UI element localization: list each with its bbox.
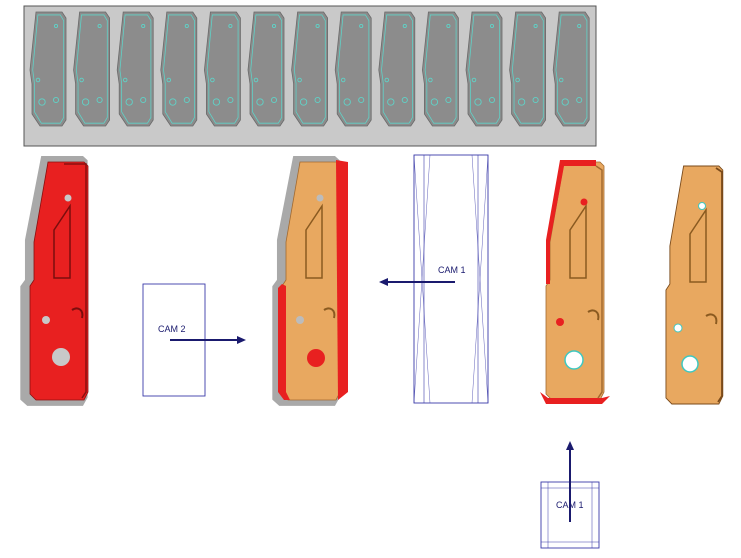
cam2-arrow-head (237, 336, 246, 344)
nested-part (509, 11, 547, 127)
nested-hole (577, 23, 582, 29)
nested-hole (53, 23, 59, 29)
nested-hole (228, 23, 233, 29)
hole-small-top (316, 194, 324, 202)
nested-hole (561, 98, 569, 106)
cam1-top-group: CAM 1 (379, 154, 489, 404)
nested-hole (79, 77, 84, 83)
nested-part (247, 11, 285, 127)
nested-hole (253, 77, 259, 83)
cam1-bottom-group: CAM 1 (540, 441, 600, 549)
cam2-label: CAM 2 (158, 324, 186, 334)
part-before-cut (20, 156, 89, 406)
nested-hole (314, 96, 321, 104)
nested-hole (140, 96, 147, 104)
nested-hole (271, 23, 277, 29)
nested-hole (489, 23, 495, 29)
nested-hole (210, 77, 215, 83)
nested-hole (122, 77, 128, 83)
nested-hole (169, 98, 177, 106)
nested-hole (488, 96, 496, 104)
nested-hole (212, 98, 221, 106)
nested-hole (183, 96, 190, 104)
nested-hole (428, 77, 433, 83)
nested-part (160, 11, 198, 127)
nested-part (421, 11, 459, 127)
nested-hole (38, 98, 46, 106)
nested-hole (166, 77, 172, 83)
nested-parts (29, 11, 590, 127)
nested-hole (517, 98, 526, 106)
nested-hole (576, 96, 583, 104)
hole-large (681, 355, 699, 373)
nested-hole (558, 77, 564, 83)
hole-small (296, 316, 304, 324)
nested-part (73, 11, 111, 127)
hole-small-top (580, 198, 588, 206)
nested-part (116, 11, 154, 127)
nested-hole (445, 96, 452, 104)
nested-part (465, 11, 503, 127)
nested-hole (401, 96, 408, 104)
nested-hole (471, 77, 477, 83)
cam1-bottom-arrow-head (566, 441, 574, 450)
nested-hole (358, 96, 365, 104)
part-after-cam1 (540, 160, 610, 404)
cam2-group: CAM 2 (142, 283, 246, 397)
nested-hole (533, 23, 538, 29)
nested-hole (97, 23, 102, 29)
nested-hole (387, 98, 395, 106)
hole-large (564, 350, 584, 370)
nested-part (334, 11, 372, 127)
hole-small-top (698, 202, 706, 210)
cam1-top-arrow-head (379, 278, 388, 286)
nested-hole (125, 98, 133, 106)
nested-hole (184, 23, 189, 29)
nested-hole (96, 96, 103, 104)
nested-hole (270, 96, 278, 104)
nested-hole (343, 98, 351, 106)
part-after-cam2 (272, 156, 348, 406)
nested-part (378, 11, 416, 127)
nested-part (291, 11, 329, 127)
nested-hole (402, 23, 407, 29)
part-finished (665, 165, 724, 405)
hole-small (42, 316, 50, 324)
cam1-top-block (413, 154, 489, 404)
nested-hole (227, 96, 234, 104)
nested-hole (430, 98, 439, 106)
nested-hole (141, 23, 146, 29)
nested-part (29, 11, 67, 127)
nested-hole (384, 77, 390, 83)
nested-part (552, 11, 590, 127)
nested-hole (446, 23, 451, 29)
nested-hole (515, 77, 520, 83)
hole-small (673, 323, 683, 333)
nested-hole (81, 98, 90, 106)
nested-hole (52, 96, 60, 104)
cam1-top-label: CAM 1 (438, 265, 466, 275)
hole-small-top (64, 194, 72, 202)
nested-hole (340, 77, 346, 83)
nested-hole (297, 77, 302, 83)
nested-part (203, 11, 241, 127)
nested-hole (315, 23, 320, 29)
nested-hole (532, 96, 539, 104)
hole-large (52, 348, 70, 366)
hole-large (307, 349, 325, 367)
nesting-sheet (23, 5, 597, 147)
hole-small (556, 318, 564, 326)
nested-hole (35, 77, 41, 83)
nested-hole (299, 98, 308, 106)
nested-hole (359, 23, 364, 29)
nested-hole (256, 98, 264, 106)
nested-hole (474, 98, 482, 106)
